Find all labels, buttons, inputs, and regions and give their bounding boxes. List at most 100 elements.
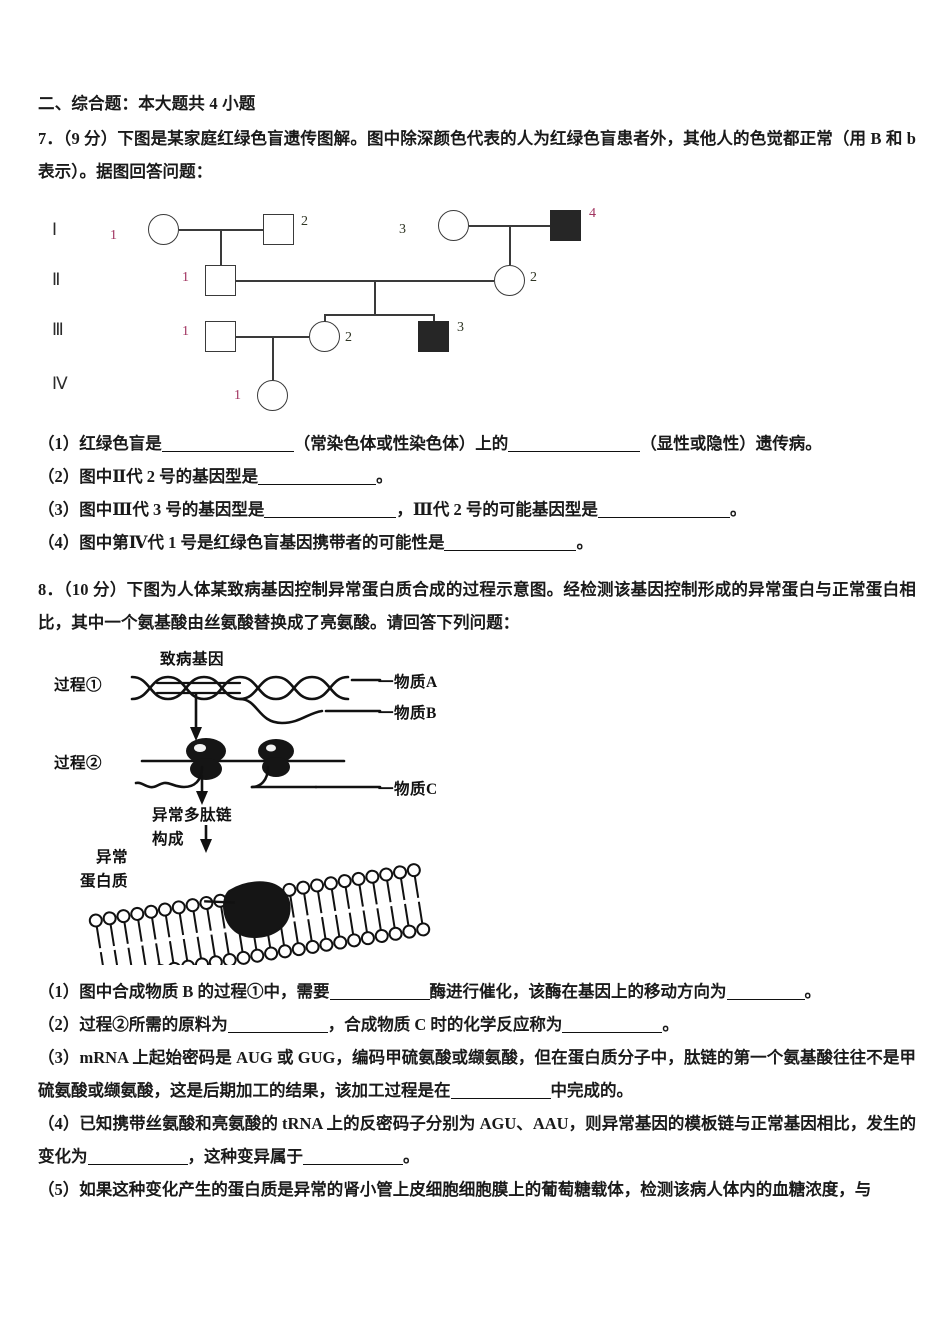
pedigree-individual-I-1 bbox=[148, 213, 179, 245]
question-7-stem: 7．（9 分）下图是某家庭红绿色盲遗传图解。图中除深颜色代表的人为红绿色盲患者外… bbox=[38, 122, 916, 188]
pedigree-generation-label-2: Ⅱ bbox=[52, 269, 62, 289]
q8-sub4-text-a: （4）已知携带丝氨酸和亮氨酸的 tRNA 上的反密码子分别为 AGU、AAU，则… bbox=[38, 1113, 916, 1166]
pedigree-number-III-1: 1 bbox=[182, 323, 189, 339]
diagram-label-abnormal-protein-line-2: 蛋白质 bbox=[80, 872, 129, 890]
q7-sub3-text-b: ，Ⅲ代 2 号的可能基因型是 bbox=[396, 499, 598, 519]
q8-sub2-blank-2[interactable] bbox=[562, 1031, 663, 1033]
pedigree-sibship-drop-II bbox=[374, 279, 376, 314]
question-8-sub-1: （1）图中合成物质 B 的过程①中，需要 酶进行催化，该酶在基因上的移动方向为 。 bbox=[38, 975, 916, 1008]
question-7-text: 下图是某家庭红绿色盲遗传图解。图中除深颜色代表的人为红绿色盲患者外，其他人的色觉… bbox=[38, 128, 917, 181]
abnormal-protein-pointer bbox=[204, 900, 235, 904]
protein-synthesis-diagram: 致病基因 过程① 一物质A 一物质B 过程② 一物质C 异常多肽链 构成 异常 … bbox=[54, 647, 462, 965]
diagram-label-constitute: 构成 bbox=[152, 830, 185, 848]
question-8-sub-2: （2）过程②所需的原料为 ，合成物质 C 时的化学反应称为 。 bbox=[38, 1008, 916, 1041]
q7-sub3-text-c: 。 bbox=[729, 499, 747, 519]
q8-sub1-text-b: 酶进行催化，该酶在基因上的移动方向为 bbox=[429, 981, 727, 1001]
question-7-sub-4: （4）图中第Ⅳ代 1 号是红绿色盲基因携带者的可能性是 。 bbox=[38, 526, 916, 559]
pedigree-individual-II-1 bbox=[205, 264, 236, 296]
question-8-sub-3: （3）mRNA 上起始密码是 AUG 或 GUG，编码甲硫氨酸或缬氨酸，但在蛋白… bbox=[38, 1041, 916, 1107]
pedigree-descent-line-I-to-II-2 bbox=[509, 224, 511, 265]
pedigree-number-IV-1: 1 bbox=[234, 387, 241, 403]
question-8-sub-4: （4）已知携带丝氨酸和亮氨酸的 tRNA 上的反密码子分别为 AGU、AAU，则… bbox=[38, 1107, 916, 1173]
pedigree-sibship-bar-II bbox=[324, 313, 434, 316]
pedigree-individual-I-2 bbox=[263, 213, 294, 245]
q8-sub1-blank-2[interactable] bbox=[726, 998, 805, 1000]
q8-sub3-text-a: （3）mRNA 上起始密码是 AUG 或 GUG，编码甲硫氨酸或缬氨酸，但在蛋白… bbox=[38, 1047, 916, 1100]
q7-sub4-blank-1[interactable] bbox=[444, 549, 577, 551]
q8-sub3-text-b: 中完成的。 bbox=[550, 1080, 634, 1100]
pedigree-individual-IV-1 bbox=[257, 379, 288, 411]
diagram-label-gene: 致病基因 bbox=[160, 650, 225, 668]
q7-sub1-blank-2[interactable] bbox=[508, 450, 641, 452]
pedigree-generation-label-4: Ⅳ bbox=[52, 373, 69, 393]
arrow-constitute-head bbox=[200, 838, 212, 853]
bilayer-upper-row bbox=[88, 863, 431, 965]
page-content: 二、综合题：本大题共 4 小题 7．（9 分）下图是某家庭红绿色盲遗传图解。图中… bbox=[38, 92, 916, 1206]
pedigree-number-I-2: 2 bbox=[301, 213, 308, 229]
q8-sub1-blank-1[interactable] bbox=[329, 998, 430, 1000]
nascent-mrna-strand bbox=[238, 697, 324, 725]
q8-sub2-blank-1[interactable] bbox=[227, 1031, 328, 1033]
protein-synthesis-svg bbox=[88, 675, 431, 965]
diagram-label-substance-c: 一物质C bbox=[378, 780, 438, 798]
question-8-score: （10 分） bbox=[63, 579, 127, 599]
question-7-sub-3: （3）图中Ⅲ代 3 号的基因型是 ，Ⅲ代 2 号的可能基因型是 。 bbox=[38, 493, 916, 526]
q8-sub4-blank-2[interactable] bbox=[303, 1163, 403, 1165]
question-7-score: （9 分） bbox=[63, 128, 118, 148]
diagram-label-process-2: 过程② bbox=[54, 754, 103, 772]
pedigree-number-III-3: 3 bbox=[457, 319, 464, 335]
pedigree-descent-line-III-to-IV bbox=[272, 335, 274, 380]
diagram-label-substance-a: 一物质A bbox=[378, 673, 438, 691]
q7-sub4-text-b: 。 bbox=[576, 532, 593, 552]
q8-sub1-text-c: 。 bbox=[804, 981, 822, 1001]
question-8-stem: 8．（10 分）下图为人体某致病基因控制异常蛋白质合成的过程示意图。经检测该基因… bbox=[38, 573, 916, 639]
section-heading: 二、综合题：本大题共 4 小题 bbox=[38, 94, 256, 113]
question-7-sub-1: （1）红绿色盲是（常染色体或性染色体）上的（显性或隐性）遗传病。 bbox=[38, 427, 916, 460]
polypeptide-chain-1 bbox=[134, 765, 204, 789]
q7-sub1-text-b: （常染色体或性染色体）上的 bbox=[293, 433, 509, 453]
q7-sub3-blank-2[interactable] bbox=[597, 516, 730, 518]
phospholipid-bilayer bbox=[88, 863, 431, 965]
pedigree-mating-line-II-1-2 bbox=[236, 279, 494, 282]
q7-sub3-blank-1[interactable] bbox=[264, 516, 397, 518]
pedigree-number-III-2: 2 bbox=[345, 329, 352, 345]
q8-sub2-text-a: （2）过程②所需的原料为 bbox=[38, 1014, 228, 1034]
pedigree-generation-label-3: Ⅲ bbox=[52, 319, 65, 339]
pedigree-number-I-3: 3 bbox=[399, 221, 406, 237]
q8-sub4-blank-1[interactable] bbox=[87, 1163, 188, 1165]
diagram-label-abnormal-protein-line-1: 异常 bbox=[96, 848, 129, 866]
q8-sub2-text-c: 。 bbox=[662, 1014, 679, 1034]
pedigree-individual-II-2 bbox=[494, 264, 525, 296]
pedigree-individual-III-3 bbox=[418, 320, 449, 352]
pedigree-descent-line-I-to-II-1 bbox=[220, 228, 222, 265]
question-8-sub-5: （5）如果这种变化产生的蛋白质是异常的肾小管上皮细胞细胞膜上的葡萄糖载体，检测该… bbox=[38, 1179, 872, 1199]
q7-sub4-text-a: （4）图中第Ⅳ代 1 号是红绿色盲基因携带者的可能性是 bbox=[38, 532, 445, 552]
q7-sub1-blank-1[interactable] bbox=[161, 450, 294, 452]
q7-sub3-text-a: （3）图中Ⅲ代 3 号的基因型是 bbox=[38, 499, 265, 519]
ribosome-1 bbox=[186, 737, 226, 780]
q8-sub1-text-a: （1）图中合成物质 B 的过程①中，需要 bbox=[38, 981, 330, 1001]
q8-sub4-text-c: 。 bbox=[403, 1146, 420, 1166]
q8-sub2-text-b: ，合成物质 C 时的化学反应称为 bbox=[327, 1014, 563, 1034]
bilayer-lower-row bbox=[99, 901, 431, 965]
pedigree-number-I-4: 4 bbox=[589, 205, 596, 221]
diagram-label-abnormal-peptide: 异常多肽链 bbox=[152, 806, 233, 824]
pedigree-diagram: Ⅰ Ⅱ Ⅲ Ⅳ 1 2 3 4 bbox=[52, 202, 672, 417]
q8-sub3-blank-1[interactable] bbox=[450, 1097, 551, 1099]
question-8-number: 8． bbox=[38, 579, 64, 599]
q7-sub2-blank-1[interactable] bbox=[258, 483, 377, 485]
ribosome-2 bbox=[258, 738, 294, 777]
dna-strand-upper bbox=[130, 675, 350, 701]
pedigree-individual-III-1 bbox=[205, 320, 236, 352]
question-8-text: 下图为人体某致病基因控制异常蛋白质合成的过程示意图。经检测该基因控制形成的异常蛋… bbox=[38, 579, 917, 632]
pedigree-number-II-1: 1 bbox=[182, 269, 189, 285]
q8-sub4-text-b: ，这种变异属于 bbox=[187, 1146, 304, 1166]
pedigree-number-I-1: 1 bbox=[110, 227, 117, 243]
q7-sub2-text-a: （2）图中Ⅱ代 2 号的基因型是 bbox=[38, 466, 259, 486]
dna-strand-lower bbox=[130, 675, 350, 701]
arrow-to-peptide-head bbox=[196, 790, 208, 805]
question-7-sub-2: （2）图中Ⅱ代 2 号的基因型是。 bbox=[38, 460, 916, 493]
pedigree-number-II-2: 2 bbox=[530, 269, 537, 285]
diagram-label-substance-b: 一物质B bbox=[378, 704, 437, 722]
